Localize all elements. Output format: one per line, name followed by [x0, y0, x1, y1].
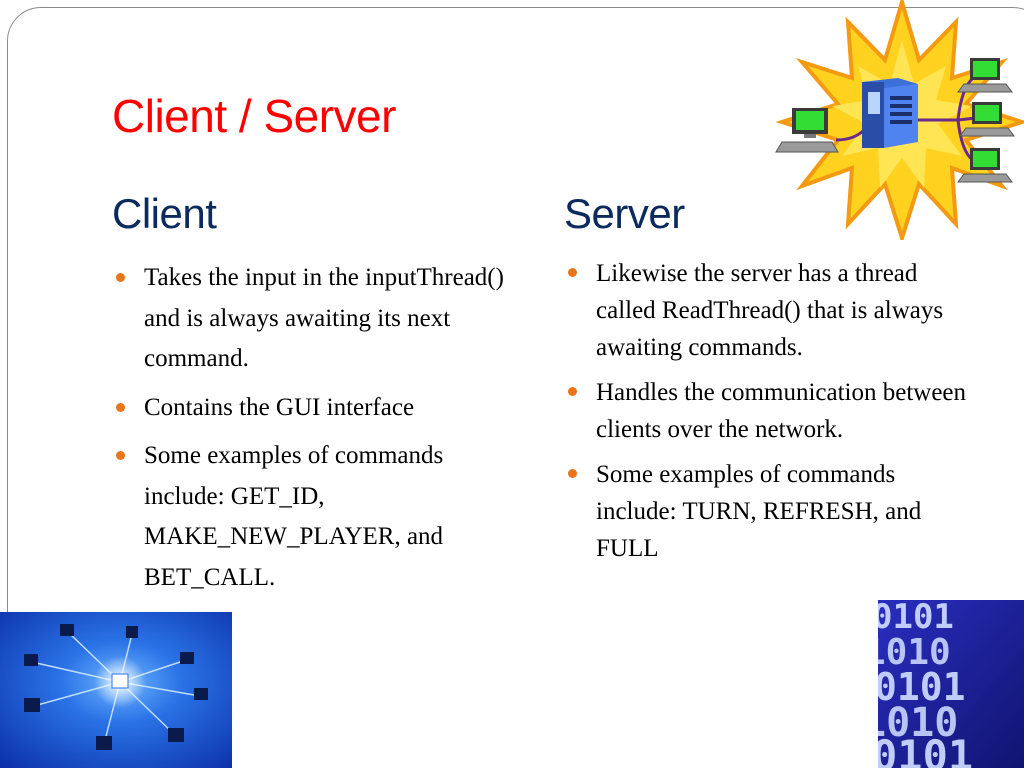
network-nodes-image: [0, 612, 232, 768]
client-heading: Client: [112, 190, 217, 237]
client-computer-icon: [957, 148, 1013, 183]
server-bullet-text: Handles the communication between client…: [596, 379, 967, 443]
list-item: Takes the input in the inputThread() and…: [112, 258, 522, 380]
server-network-clipart: [775, 0, 1024, 240]
server-heading: Server: [564, 190, 685, 237]
list-item: Some examples of commands include: GET_I…: [112, 436, 522, 598]
list-item: Handles the communication between client…: [564, 374, 974, 448]
client-computer-icon: [775, 108, 839, 153]
server-bullet-list: Likewise the server has a thread called …: [564, 255, 974, 575]
client-bullet-text: Some examples of commands include: GET_I…: [144, 442, 444, 591]
bullet-icon: [568, 387, 577, 396]
hub-icon: [111, 673, 129, 689]
client-computer-icon: [959, 102, 1015, 137]
bullet-icon: [116, 402, 125, 412]
bullet-icon: [568, 469, 577, 478]
client-bullet-text: Takes the input in the inputThread() and…: [144, 264, 504, 372]
node-icons: [24, 624, 208, 750]
bullet-icon: [116, 451, 125, 460]
list-item: Likewise the server has a thread called …: [564, 255, 974, 366]
client-computer-icon: [957, 58, 1013, 93]
server-bullet-text: Likewise the server has a thread called …: [596, 260, 944, 361]
list-item: Contains the GUI interface: [112, 388, 522, 429]
server-tower-icon: [862, 78, 918, 148]
svg-text:0101: 0101: [878, 600, 954, 637]
client-bullet-list: Takes the input in the inputThread() and…: [112, 258, 522, 606]
svg-text:0101: 0101: [878, 665, 966, 709]
list-item: Some examples of commands include: TURN,…: [564, 456, 974, 567]
server-bullet-text: Some examples of commands include: TURN,…: [596, 461, 922, 562]
slide-title: Client / Server: [112, 90, 396, 142]
bullet-icon: [116, 273, 125, 282]
svg-text:0101: 0101: [878, 731, 973, 768]
client-bullet-text: Contains the GUI interface: [144, 393, 415, 421]
bullet-icon: [568, 268, 577, 277]
